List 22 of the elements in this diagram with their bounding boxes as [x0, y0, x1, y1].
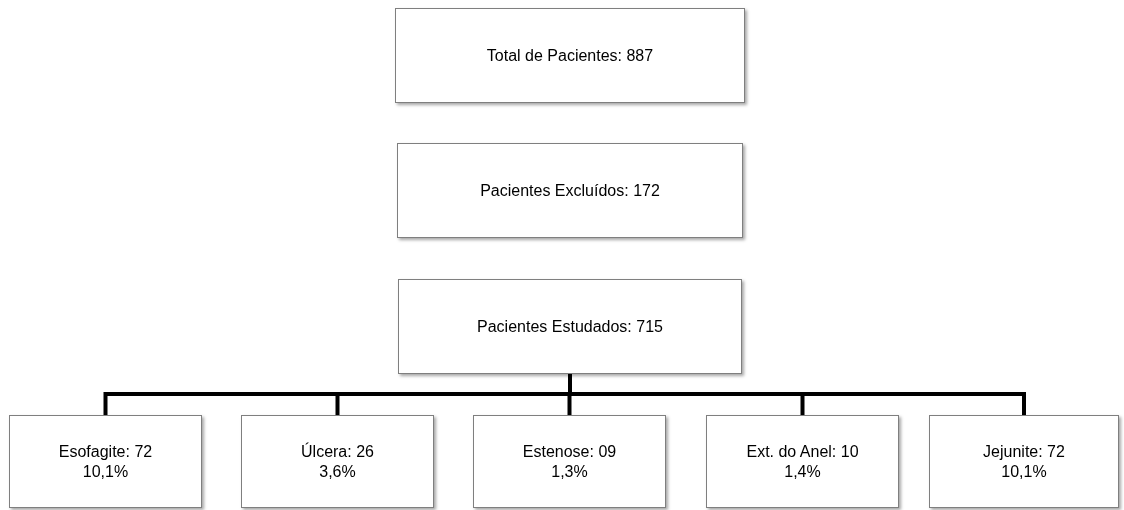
box-label: Pacientes Excluídos: 172 [480, 180, 660, 201]
process-box [473, 415, 666, 508]
percentage-text: 1,3% [551, 461, 588, 481]
box-label: Total de Pacientes: 887 [486, 45, 654, 66]
box-label: Ext. do Anel: 10 [746, 442, 859, 462]
box-label: Esofagite: 72 [58, 442, 153, 462]
connector-line [568, 374, 1026, 415]
process-box [929, 415, 1119, 508]
percentage-text: 1,4% [784, 461, 821, 481]
process-box [9, 415, 202, 508]
process-box [395, 8, 745, 103]
box-label: Jejunite: 72 [983, 442, 1065, 462]
box-label: Úlcera: 26 [301, 442, 374, 462]
box-label: Pacientes Estudados: 715 [477, 316, 663, 337]
process-box [241, 415, 434, 508]
percentage-text: 10,1% [82, 461, 129, 481]
process-box [397, 143, 743, 238]
process-box [706, 415, 899, 508]
percentage-text: 10,1% [1001, 461, 1047, 481]
process-box [398, 279, 742, 374]
percentage-text: 3,6% [319, 461, 356, 481]
box-label: Estenose: 09 [522, 442, 617, 462]
